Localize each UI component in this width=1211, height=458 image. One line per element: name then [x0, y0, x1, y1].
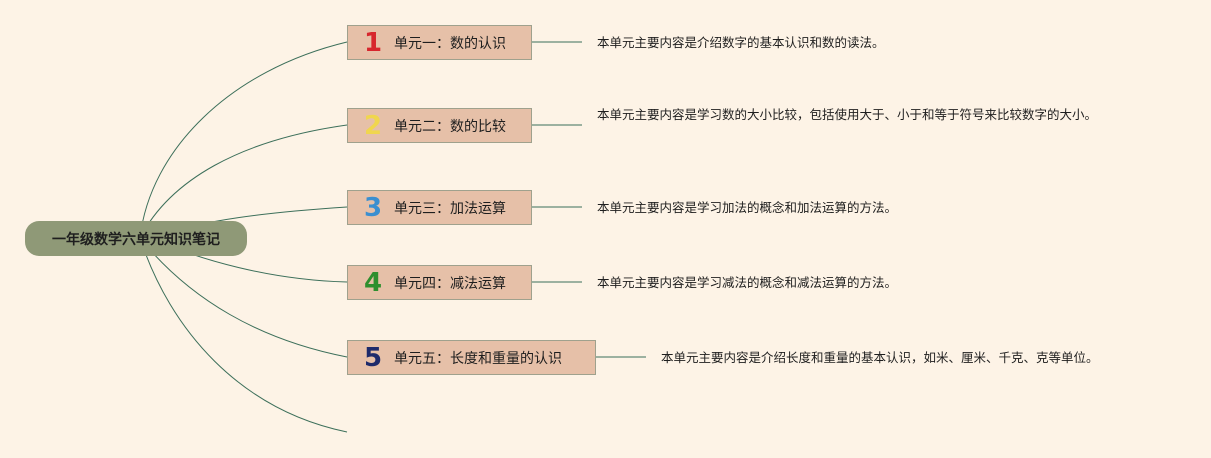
unit-note-4: 本单元主要内容是学习减法的概念和减法运算的方法。 — [597, 275, 898, 290]
root-topic[interactable]: 一年级数学六单元知识笔记 — [25, 221, 247, 256]
unit-label: 单元二：数的比较 — [394, 118, 506, 135]
number-5-icon: 5 — [364, 342, 383, 373]
branch-line-6 — [139, 237, 348, 433]
unit-note-5: 本单元主要内容是介绍长度和重量的基本认识，如米、厘米、千克、克等单位。 — [661, 350, 1099, 365]
unit-note-3: 本单元主要内容是学习加法的概念和加法运算的方法。 — [597, 200, 898, 215]
branch-line-5 — [139, 237, 348, 358]
unit-label: 单元一：数的认识 — [394, 35, 506, 52]
unit-label: 单元四：减法运算 — [394, 275, 506, 292]
unit-node-3[interactable]: 3 单元三：加法运算 — [347, 190, 532, 225]
unit-label: 单元三：加法运算 — [394, 200, 506, 217]
branch-line-1 — [139, 41, 348, 239]
unit-node-5[interactable]: 5 单元五：长度和重量的认识 — [347, 340, 596, 375]
number-2-icon: 2 — [364, 110, 383, 141]
unit-node-2[interactable]: 2 单元二：数的比较 — [347, 108, 532, 143]
unit-note-2: 本单元主要内容是学习数的大小比较，包括使用大于、小于和等于符号来比较数字的大小。 — [597, 107, 1098, 122]
unit-node-4[interactable]: 4 单元四：减法运算 — [347, 265, 532, 300]
number-3-icon: 3 — [364, 192, 383, 223]
number-1-icon: 1 — [364, 27, 383, 58]
unit-node-1[interactable]: 1 单元一：数的认识 — [347, 25, 532, 60]
unit-note-1: 本单元主要内容是介绍数字的基本认识和数的读法。 — [597, 35, 885, 50]
unit-label: 单元五：长度和重量的认识 — [394, 350, 562, 367]
branch-line-2 — [139, 124, 348, 239]
number-4-icon: 4 — [364, 267, 383, 298]
